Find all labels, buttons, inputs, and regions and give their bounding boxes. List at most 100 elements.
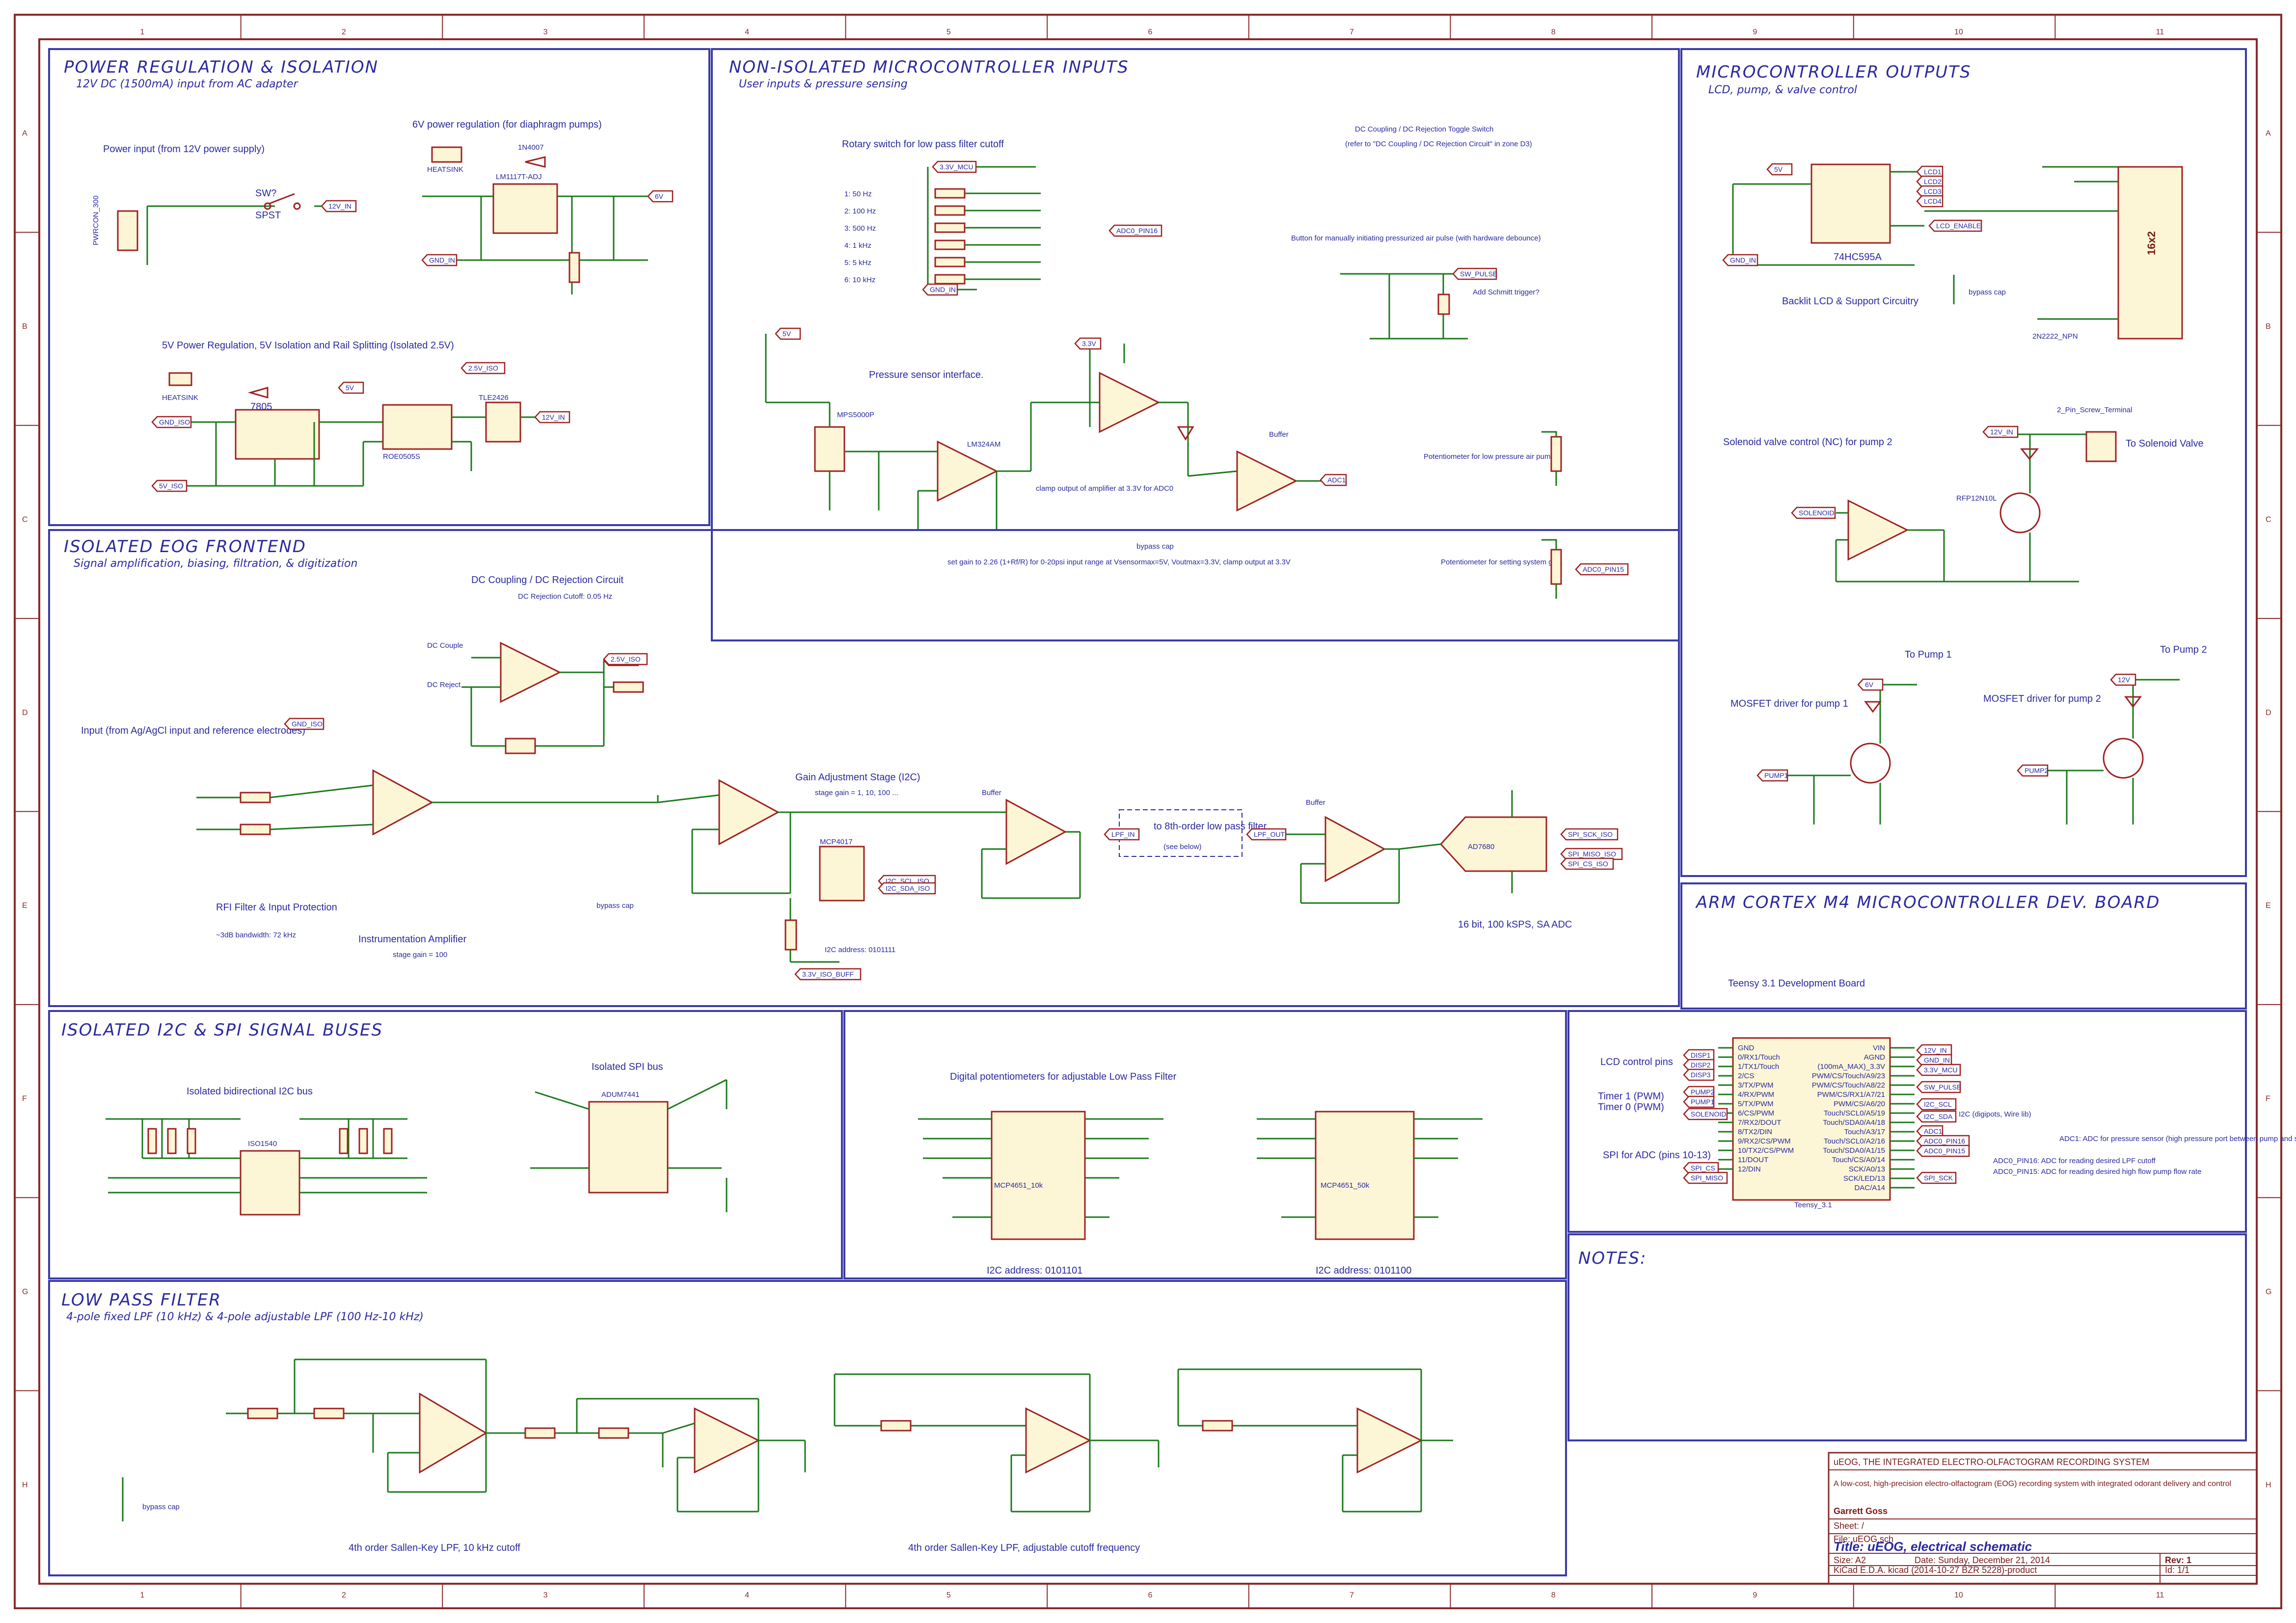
- col-label: 11: [2156, 28, 2164, 36]
- net-label: ADC0_PIN16: [1924, 1137, 1965, 1145]
- mosfet-solenoid-label: RFP12N10L: [1956, 494, 1997, 503]
- net-label: ADC0_PIN16: [1116, 227, 1158, 235]
- adc-label: 16 bit, 100 kSPS, SA ADC: [1458, 919, 1572, 930]
- rotary-opt-6: 6: 10 kHz: [844, 276, 875, 284]
- rfi-label: RFI Filter & Input Protection: [216, 902, 337, 913]
- rotary-opt-5: 5: 5 kHz: [844, 259, 871, 267]
- pump1-to-label: To Pump 1: [1905, 649, 1952, 660]
- mosfet2-label: MOSFET driver for pump 2: [1983, 693, 2101, 704]
- rfi-bw-label: ~3dB bandwidth: 72 kHz: [216, 931, 296, 939]
- teensy-left-pin: 2/CS: [1738, 1072, 1754, 1080]
- mcu-outputs-subtitle: LCD, pump, & valve control: [1708, 84, 1857, 96]
- reg-7805-label: 7805: [250, 401, 272, 412]
- teensy-left-pin: GND: [1738, 1044, 1755, 1052]
- dc-reject-label: DC Reject: [427, 681, 461, 689]
- iso1540-label: ISO1540: [248, 1140, 277, 1148]
- dc-toggle-ref: (refer to "DC Coupling / DC Rejection Ci…: [1345, 140, 1532, 148]
- row-label: G: [22, 1288, 28, 1296]
- pwrcon-label: PWRCON_300: [92, 195, 100, 245]
- lpf-section: LOW PASS FILTER 4-pole fixed LPF (10 kHz…: [48, 1280, 1567, 1576]
- i2c-spi-section: ISOLATED I2C & SPI SIGNAL BUSES Isolated…: [48, 1010, 843, 1279]
- teensy-right-pin: PWM/CS/Touch/A9/23: [1812, 1072, 1885, 1080]
- teensy-right-pin: DAC/A14: [1854, 1184, 1885, 1192]
- teensy-right-pin: Touch/SDA0/A4/18: [1823, 1118, 1885, 1127]
- lm1117-label: LM1117T-ADJ: [496, 173, 542, 181]
- tle2426-chip: [485, 401, 521, 443]
- inamp-label: Instrumentation Amplifier: [358, 934, 466, 945]
- digipot-1-chip: [991, 1111, 1086, 1240]
- col-label: 10: [1954, 28, 1963, 36]
- spi-bus-label: Isolated SPI bus: [592, 1062, 663, 1072]
- net-label: SPI_SCK: [1924, 1174, 1953, 1182]
- net-label: GND_ISO: [292, 720, 323, 728]
- digipot-1-label: MCP4651_10k: [994, 1181, 1043, 1190]
- teensy-left-pin: 10/TX2/CS/PWM: [1738, 1146, 1794, 1155]
- net-label: 6V: [655, 192, 664, 200]
- net-label: SPI_SCK_ISO: [1568, 830, 1613, 838]
- diode-6v-label: 1N4007: [518, 143, 544, 152]
- net-label: 3.3V: [1082, 340, 1096, 347]
- pot-air-label: Potentiometer for low pressure air pump: [1424, 452, 1555, 461]
- col-label: 10: [1954, 1591, 1963, 1599]
- power-subtitle: 12V DC (1500mA) input from AC adapter: [76, 78, 299, 90]
- row-label: H: [2266, 1481, 2271, 1489]
- to-valve-label: To Solenoid Valve: [2126, 438, 2204, 449]
- net-label: GND_IN: [429, 256, 455, 264]
- row-label: F: [2266, 1095, 2270, 1103]
- notes-section: NOTES:: [1567, 1233, 2247, 1441]
- eog-subtitle: Signal amplification, biasing, filtratio…: [74, 558, 357, 570]
- rotary-opt-4: 4: 1 kHz: [844, 241, 871, 250]
- net-label: LCD4: [1924, 197, 1942, 205]
- teensy-right-pin: (100mA_MAX)_3.3V: [1817, 1063, 1885, 1071]
- col-label: 5: [946, 1591, 951, 1599]
- col-label: 4: [745, 28, 749, 36]
- teensy-left-pin: 7/RX2/DOUT: [1738, 1118, 1781, 1127]
- teensy-left-pin: 12/DIN: [1738, 1165, 1761, 1173]
- net-label: 12V_IN: [1924, 1046, 1947, 1054]
- outer-frame: [14, 14, 2282, 1609]
- net-label: 3.3V_MCU: [940, 163, 973, 171]
- row-label: D: [22, 709, 28, 717]
- i2c-bus-label: Isolated bidirectional I2C bus: [187, 1086, 313, 1097]
- net-label: I2C_SDA: [1924, 1113, 1953, 1120]
- lpf-opamp-4: [1356, 1407, 1423, 1474]
- tb-date: Date: Sunday, December 21, 2014: [1915, 1555, 2050, 1565]
- arm-section: ARM CORTEX M4 MICROCONTROLLER DEV. BOARD…: [1567, 882, 2296, 1233]
- power-title: POWER REGULATION & ISOLATION: [64, 57, 378, 77]
- buffer-opamp-1: [1005, 798, 1067, 865]
- teensy-left-pin: 5/TX/PWM: [1738, 1100, 1774, 1108]
- lcd-label: Backlit LCD & Support Circuitry: [1782, 296, 1918, 307]
- teensy-left-pin: 0/RX1/Touch: [1738, 1053, 1780, 1062]
- net-label: PUMP2: [1691, 1088, 1714, 1096]
- solenoid-opamp: [1847, 499, 1909, 561]
- pump2-to-label: To Pump 2: [2160, 644, 2207, 655]
- rotary-opt-3: 3: 500 Hz: [844, 224, 876, 233]
- dc-opamp: [500, 641, 562, 703]
- row-label: C: [2266, 515, 2271, 524]
- col-label: 2: [342, 1591, 346, 1599]
- net-label: 2.5V_ISO: [611, 655, 641, 663]
- digipot-2-addr: I2C address: 0101100: [1316, 1265, 1411, 1276]
- mosfet1-label: MOSFET driver for pump 1: [1730, 698, 1848, 709]
- lcd-display: [2117, 166, 2183, 340]
- teensy-right-pin: PWM/CS/A6/20: [1834, 1100, 1885, 1108]
- teensy-right-pin: PWM/CS/Touch/A8/22: [1812, 1081, 1885, 1090]
- opamp-buffer: [1236, 450, 1298, 512]
- gain-values-label: stage gain = 1, 10, 100 ...: [815, 789, 898, 797]
- button-label: Button for manually initiating pressuriz…: [1291, 234, 1541, 242]
- net-label: LPF_OUT: [1254, 830, 1285, 838]
- input-label: Input (from Ag/AgCl input and reference …: [81, 725, 305, 736]
- schmitt-label: Add Schmitt trigger?: [1473, 288, 1540, 296]
- adc15-note: ADC0_PIN15: ADC for reading desired high…: [1993, 1168, 2201, 1176]
- dc-couple-label: DC Couple: [427, 641, 463, 650]
- row-label: H: [22, 1481, 28, 1489]
- row-label: C: [22, 515, 28, 524]
- net-label: LCD1: [1924, 168, 1942, 176]
- net-label: I2C_SDA_ISO: [886, 884, 930, 892]
- net-label: GND_ISO: [159, 418, 190, 426]
- mcu-inputs-subtitle: User inputs & pressure sensing: [739, 78, 908, 90]
- col-label: 6: [1148, 28, 1153, 36]
- dc-circuit-label: DC Coupling / DC Rejection Circuit: [471, 575, 624, 585]
